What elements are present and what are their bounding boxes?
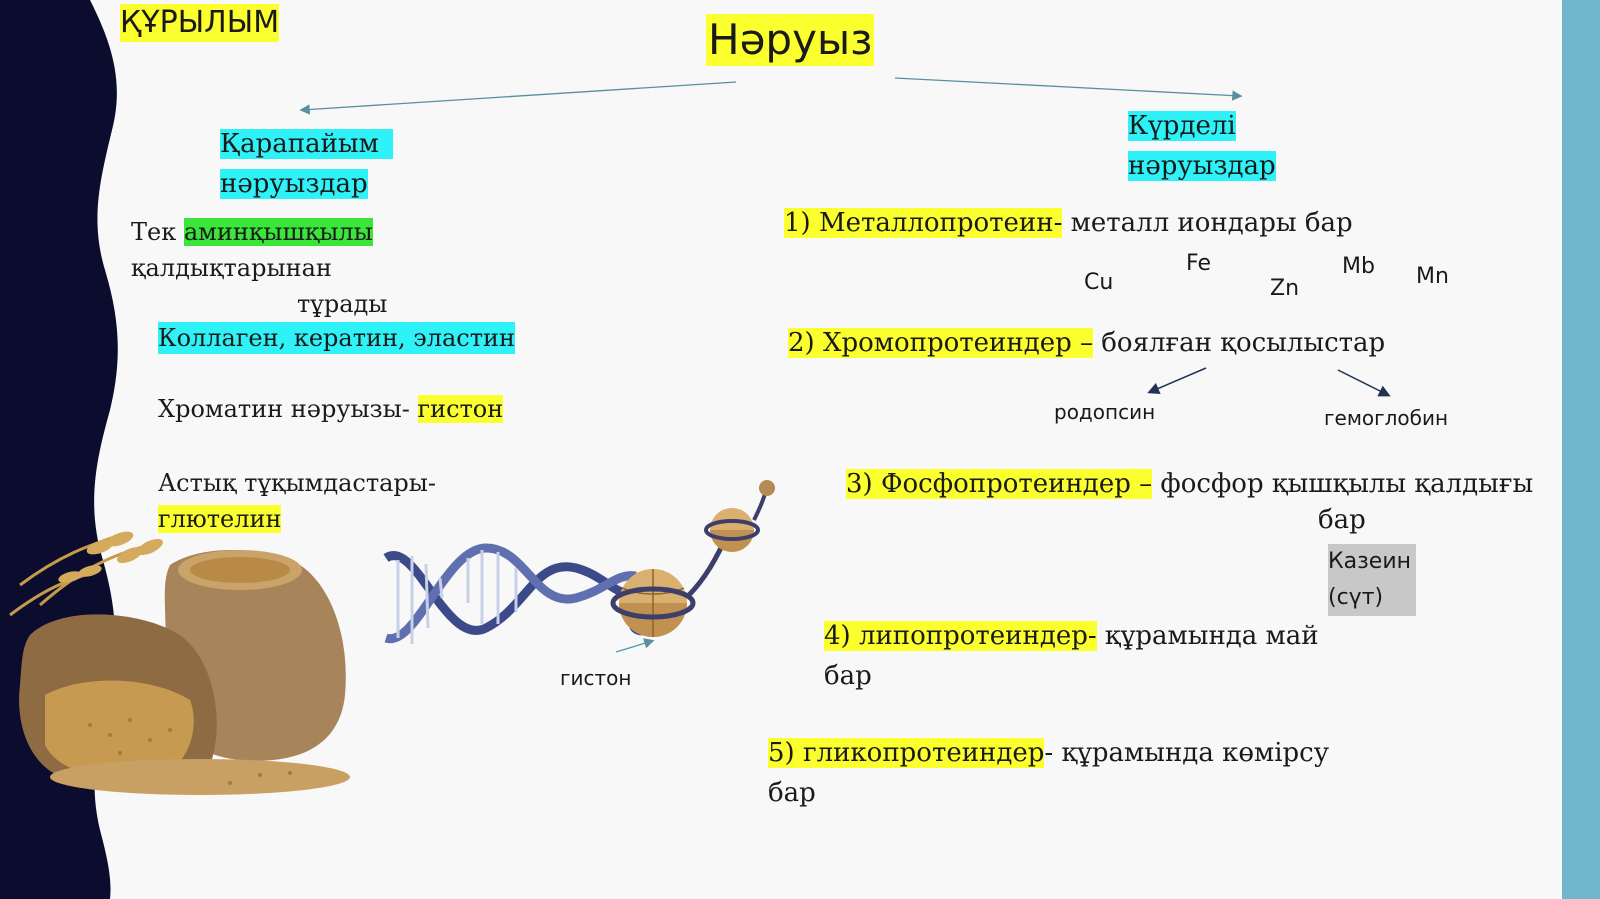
chromatin-protein-line: Хроматин нәруызы- гистон	[158, 395, 504, 423]
item-chromoprotein: 2) Хромопротеиндер – боялған қосылыстар	[788, 328, 1386, 358]
metal-cu: Cu	[1084, 270, 1114, 295]
section-label: ҚҰРЫЛЫМ	[120, 4, 280, 42]
arrow-to-hemoglobin	[1337, 369, 1391, 397]
arrow-to-simple	[299, 81, 737, 115]
right-decorative-band	[1562, 0, 1600, 899]
item-metalloprotein: 1) Металлопротеин- металл иондары бар	[784, 208, 1353, 238]
simple-proteins-heading: Қарапайым нәруыздар	[220, 124, 393, 204]
item-glycoprotein: 5) гликопротеиндер- құрамында көмірсу ба…	[768, 738, 1330, 808]
arrow-to-rhodopsin	[1147, 367, 1207, 394]
chromatin-dna-image	[383, 480, 775, 644]
simple-proteins-examples: Коллаген, кератин, эластин	[158, 322, 515, 354]
cereal-protein-line: Астық тұқымдастары- глютелин	[158, 469, 437, 533]
metal-mn: Mn	[1416, 264, 1449, 289]
item-phosphoprotein: 3) Фосфопротеиндер – фосфор қышқылы қалд…	[846, 469, 1534, 499]
histone-label: гистон	[560, 666, 632, 690]
metal-mb: Mb	[1342, 254, 1375, 279]
arrow-to-histone	[615, 638, 655, 653]
grain-sacks-image	[9, 531, 350, 795]
arrow-to-complex	[894, 77, 1243, 101]
page-title: Нәруыз	[706, 14, 875, 66]
metal-zn: Zn	[1270, 276, 1300, 301]
complex-proteins-heading: Күрделі нәруыздар	[1128, 111, 1276, 181]
item-phosphoprotein-cont: бар	[1318, 505, 1366, 535]
simple-proteins-description: Тек аминқышқылы қалдықтарынан тұрады	[131, 218, 388, 318]
example-casein: Казеин (сүт)	[1328, 544, 1416, 616]
amino-acid-highlight: аминқышқылы	[183, 218, 373, 246]
example-rhodopsin: родопсин	[1054, 400, 1156, 424]
item-lipoprotein: 4) липопротеиндер- құрамында май бар	[824, 621, 1319, 691]
metal-fe: Fe	[1186, 251, 1211, 276]
example-hemoglobin: гемоглобин	[1324, 406, 1449, 430]
